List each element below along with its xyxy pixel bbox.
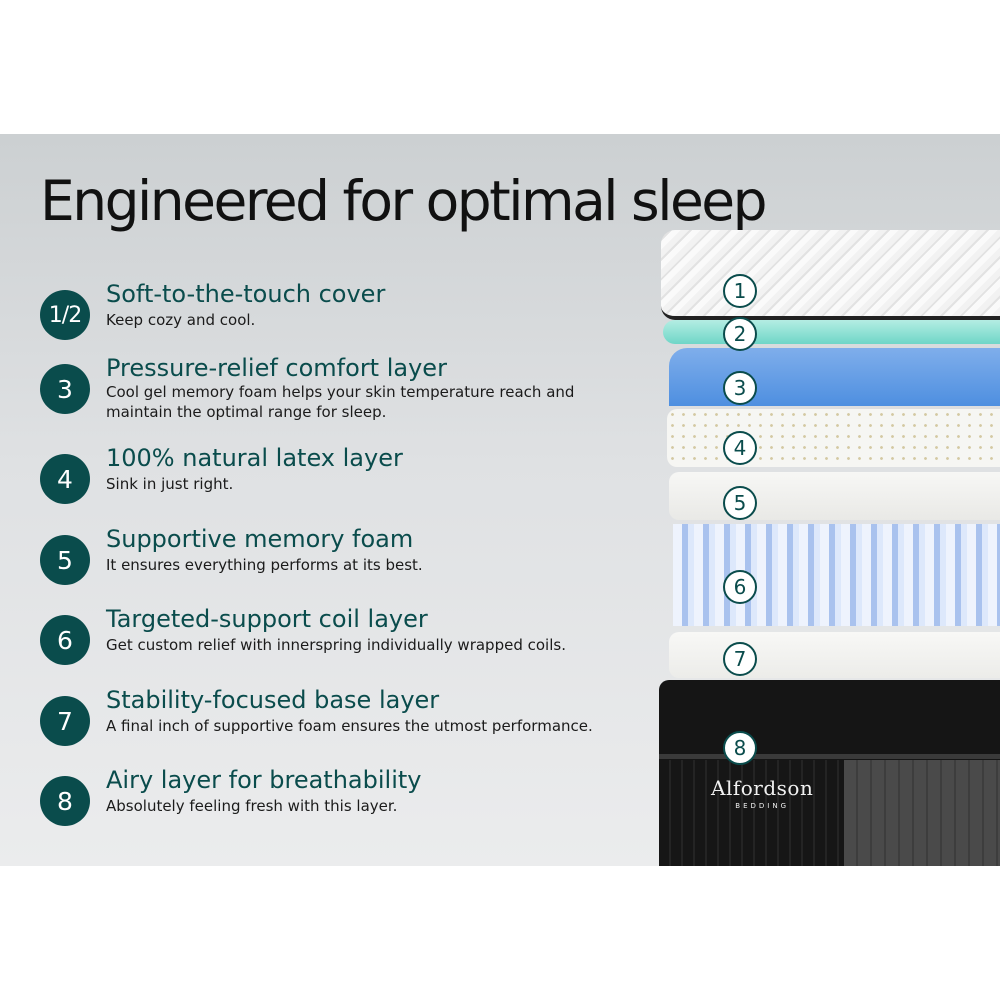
mattress-layer-airy: Alfordson BEDDING: [659, 680, 1000, 866]
feature-badge: 5: [40, 535, 90, 585]
feature-badge: 7: [40, 696, 90, 746]
mattress-layer-comfort: [669, 348, 1000, 406]
headline: Engineered for optimal sleep: [40, 169, 768, 233]
feature-item-memory-foam: 5 Supportive memory foam It ensures ever…: [40, 525, 620, 589]
mattress-layer-gel: [663, 320, 1000, 344]
feature-item-base-layer: 7 Stability-focused base layer A final i…: [40, 686, 620, 750]
feature-item-cover: 1/2 Soft-to-the-touch cover Keep cozy an…: [40, 280, 620, 344]
feature-title: Soft-to-the-touch cover: [106, 280, 386, 308]
feature-title: Supportive memory foam: [106, 525, 414, 553]
feature-description: It ensures everything performs at its be…: [106, 556, 423, 574]
feature-item-breathability: 8 Airy layer for breathability Absolutel…: [40, 766, 620, 830]
mattress-layer-latex: [667, 409, 1000, 467]
feature-panel: Engineered for optimal sleep 1/2 Soft-to…: [0, 134, 1000, 866]
brand-logo: Alfordson BEDDING: [711, 776, 813, 810]
feature-title: Targeted-support coil layer: [106, 605, 428, 633]
feature-badge: 3: [40, 364, 90, 414]
layer-number-3: 3: [723, 371, 757, 405]
mattress-layer-base: [669, 632, 1000, 678]
mattress-band: [659, 754, 1000, 759]
brand-name: Alfordson: [711, 776, 814, 800]
feature-item-comfort-layer: 3 Pressure-relief comfort layer Cool gel…: [40, 354, 620, 421]
layer-number-2: 2: [723, 317, 757, 351]
mattress-layer-memory-foam: [669, 472, 1000, 520]
brand-subtitle: BEDDING: [735, 802, 790, 810]
feature-badge: 4: [40, 454, 90, 504]
feature-description: Keep cozy and cool.: [106, 311, 256, 329]
layer-number-6: 6: [723, 570, 757, 604]
feature-title: Pressure-relief comfort layer: [106, 354, 447, 382]
feature-title: Stability-focused base layer: [106, 686, 440, 714]
feature-title: 100% natural latex layer: [106, 444, 403, 472]
feature-description: A final inch of supportive foam ensures …: [106, 717, 593, 735]
layer-number-7: 7: [723, 642, 757, 676]
layer-number-1: 1: [723, 274, 757, 308]
feature-item-coil-layer: 6 Targeted-support coil layer Get custom…: [40, 605, 620, 669]
mattress-illustration: Alfordson BEDDING 1 2 3 4 5 6 7 8: [655, 134, 1000, 866]
feature-badge: 8: [40, 776, 90, 826]
layer-number-5: 5: [723, 486, 757, 520]
feature-badge: 6: [40, 615, 90, 665]
feature-description: Sink in just right.: [106, 475, 234, 493]
mattress-layer-cover: [661, 230, 1000, 320]
mattress-side-panel: [844, 760, 1000, 866]
mattress-layer-coils: [673, 524, 1000, 626]
feature-description: Get custom relief with innerspring indiv…: [106, 636, 566, 654]
feature-badge: 1/2: [40, 290, 90, 340]
feature-description: Absolutely feeling fresh with this layer…: [106, 797, 398, 815]
feature-description: Cool gel memory foam helps your skin tem…: [106, 383, 575, 421]
feature-item-latex-layer: 4 100% natural latex layer Sink in just …: [40, 444, 620, 508]
layer-number-8: 8: [723, 731, 757, 765]
layer-number-4: 4: [723, 431, 757, 465]
feature-title: Airy layer for breathability: [106, 766, 422, 794]
